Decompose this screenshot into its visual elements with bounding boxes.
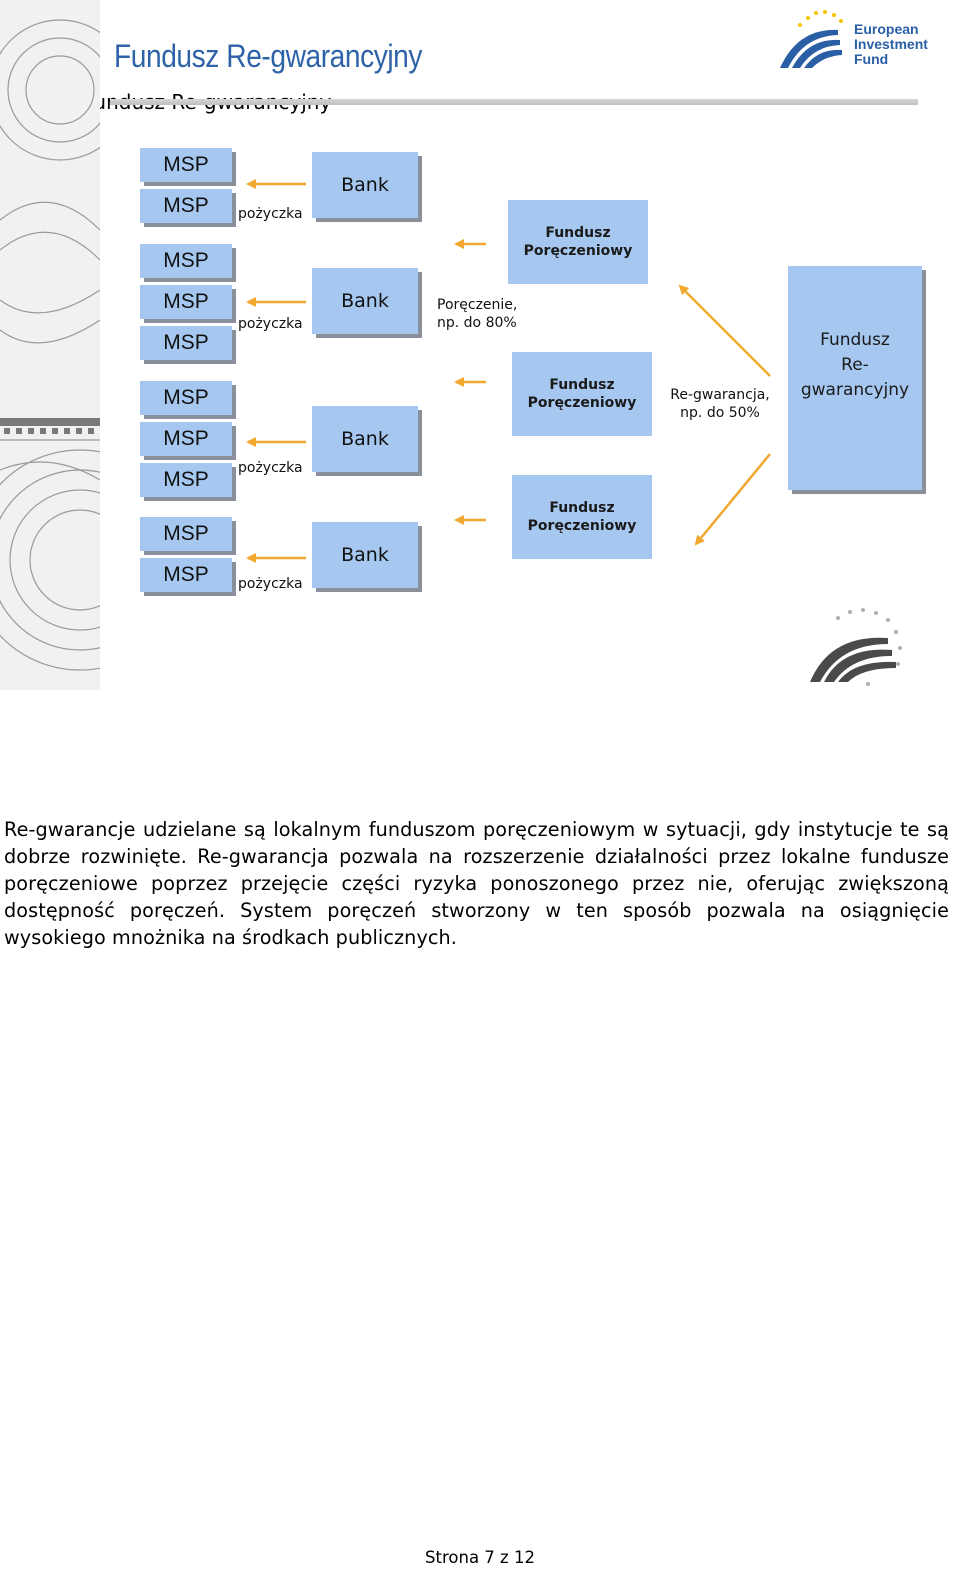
- fund-line-1: Fundusz: [545, 225, 611, 241]
- msp-box: MSP: [140, 558, 232, 592]
- msp-box: MSP: [140, 422, 232, 456]
- loan-label: pożyczka: [238, 316, 303, 332]
- page-number: Strona 7 z 12: [425, 1548, 535, 1567]
- loan-label: pożyczka: [238, 460, 303, 476]
- guarantee-label: Poręczenie, np. do 80%: [437, 296, 517, 332]
- refund-line-1: Fundusz: [820, 330, 890, 350]
- fund-line-2: Poręczeniowy: [527, 395, 637, 411]
- eif-arch-icon: [780, 10, 843, 68]
- msp-box: MSP: [140, 381, 232, 415]
- reguarantee-fund-box: Fundusz Re- gwarancyjny: [788, 266, 922, 490]
- fund-line-2: Poręczeniowy: [523, 243, 633, 259]
- loan-label: pożyczka: [238, 576, 303, 592]
- diagram-title: Fundusz Re-gwarancyjny: [114, 38, 423, 74]
- bank-box: Bank: [312, 152, 418, 218]
- msp-box: MSP: [140, 326, 232, 360]
- msp-box: MSP: [140, 517, 232, 551]
- guarantee-label-line-1: Poręczenie,: [437, 297, 518, 313]
- bank-box: Bank: [312, 268, 418, 334]
- msp-box: MSP: [140, 148, 232, 182]
- bank-box: Bank: [312, 522, 418, 588]
- reguarantee-label-line-2: np. do 50%: [680, 405, 760, 421]
- logo-line-3: Fund: [854, 51, 889, 67]
- fund-line-1: Fundusz: [549, 500, 615, 516]
- decorative-sketch-image: [0, 0, 100, 690]
- body-paragraph: Re-gwarancje udzielane są lokalnym fundu…: [4, 818, 949, 949]
- diagram-arrows: [246, 179, 771, 563]
- msp-box: MSP: [140, 285, 232, 319]
- fund-line-2: Poręczeniowy: [527, 518, 637, 534]
- diagram-slide: Fundusz Re-gwarancyjny MSP MSP MSP MSP M…: [0, 0, 952, 690]
- msp-box: MSP: [140, 463, 232, 497]
- title-divider: [110, 99, 918, 105]
- logo-line-1: European: [854, 21, 919, 37]
- guarantee-label-line-2: np. do 80%: [437, 315, 517, 331]
- fund-line-1: Fundusz: [549, 377, 615, 393]
- refund-line-2: Re-: [841, 355, 869, 375]
- eif-mark-icon: [810, 608, 902, 686]
- eif-logo: European Investment Fund: [778, 8, 956, 72]
- logo-line-2: Investment: [854, 36, 928, 52]
- bank-box: Bank: [312, 406, 418, 472]
- loan-label: pożyczka: [238, 206, 303, 222]
- msp-box: MSP: [140, 189, 232, 223]
- msp-box: MSP: [140, 244, 232, 278]
- reguarantee-label-line-1: Re-gwarancja,: [670, 387, 770, 403]
- refund-line-3: gwarancyjny: [800, 380, 910, 400]
- reguarantee-label: Re-gwarancja, np. do 50%: [662, 386, 778, 422]
